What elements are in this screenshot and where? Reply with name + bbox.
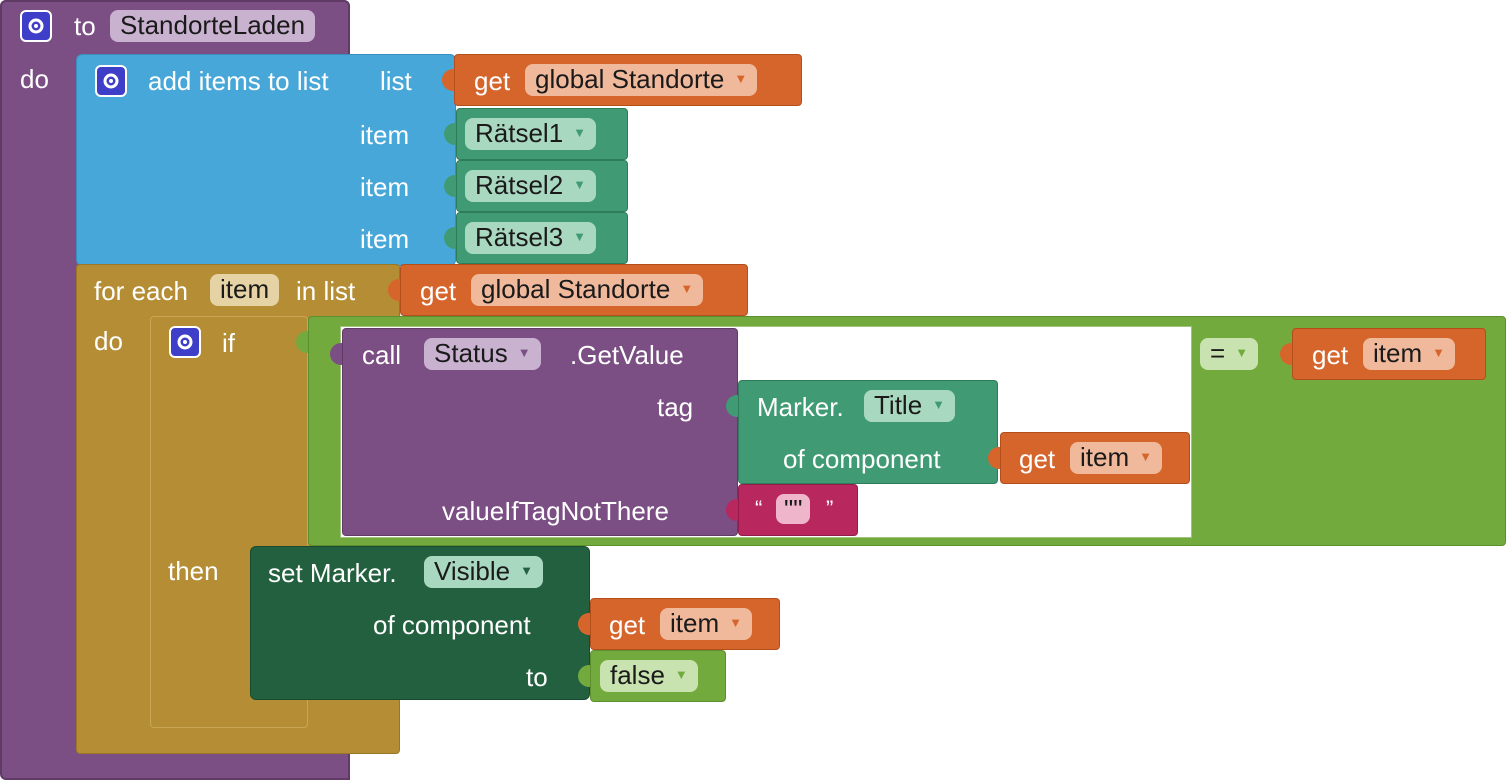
compare-operator-dropdown[interactable]: =▼ [1200, 338, 1259, 370]
variable-name: item [1080, 442, 1130, 472]
dropdown-arrow-icon: ▼ [680, 281, 694, 297]
for-each-variable-field[interactable]: item [210, 274, 280, 306]
procedure-mutator-gear-icon[interactable] [20, 10, 52, 42]
variable-name: item [670, 608, 720, 638]
dropdown-arrow-icon: ▼ [1139, 449, 1152, 465]
socket-tab [1280, 343, 1292, 365]
dropdown-arrow-icon: ▼ [1235, 345, 1249, 361]
property-name: Visible [434, 556, 511, 586]
socket-tab [388, 279, 400, 301]
dropdown-arrow-icon: ▼ [573, 125, 587, 141]
boolean-value: false [610, 660, 665, 690]
component-name: Rätsel3 [475, 222, 564, 252]
tag-label: tag [657, 392, 694, 422]
socket-tab [444, 123, 456, 145]
value-if-tag-not-there-label: valueIfTagNotThere [442, 496, 669, 526]
component-dropdown-raetsel2[interactable]: Rätsel2 ▼ [465, 170, 597, 202]
set-of-component-label: of component [373, 610, 531, 640]
set-marker-label: set Marker. [268, 558, 397, 588]
dropdown-arrow-icon: ▼ [520, 563, 533, 579]
component-dropdown-status[interactable]: Status ▼ [424, 338, 541, 370]
if-label: if [222, 328, 235, 358]
in-list-label: in list [296, 276, 356, 306]
set-to-label: to [526, 662, 548, 692]
dropdown-arrow-icon: ▼ [517, 345, 531, 361]
variable-dropdown[interactable]: global Standorte ▼ [471, 274, 704, 306]
variable-dropdown[interactable]: item ▼ [660, 608, 752, 640]
property-name: Title [874, 390, 923, 420]
socket-tab [726, 499, 738, 521]
boolean-dropdown[interactable]: false ▼ [600, 660, 698, 692]
socket-tab [726, 395, 738, 417]
dropdown-arrow-icon: ▼ [734, 71, 748, 87]
variable-dropdown[interactable]: item ▼ [1070, 442, 1162, 474]
socket-tab [988, 447, 1000, 469]
socket-tab [444, 175, 456, 197]
get-label: get [474, 66, 511, 96]
close-quote: ” [826, 496, 834, 521]
call-label: call [362, 340, 402, 370]
dropdown-arrow-icon: ▼ [674, 667, 688, 683]
of-component-label: of component [783, 444, 941, 474]
variable-name: global Standorte [481, 274, 671, 304]
component-name: Status [434, 338, 508, 368]
component-dropdown-raetsel1[interactable]: Rätsel1 ▼ [465, 118, 597, 150]
dropdown-arrow-icon: ▼ [1432, 345, 1445, 361]
then-label: then [168, 556, 219, 586]
component-name: Rätsel2 [475, 170, 564, 200]
socket-tab [296, 331, 308, 353]
socket-tab [578, 613, 590, 635]
get-label: get [609, 610, 646, 640]
property-dropdown-visible[interactable]: Visible ▼ [424, 556, 543, 588]
for-each-do-label: do [94, 326, 123, 356]
operator: = [1210, 338, 1226, 368]
get-label: get [1019, 444, 1056, 474]
procedure-name-field[interactable]: StandorteLaden [110, 10, 316, 42]
dropdown-arrow-icon: ▼ [573, 177, 587, 193]
item-label-3: item [360, 224, 410, 254]
property-dropdown-title[interactable]: Title ▼ [864, 390, 956, 422]
text-value-field[interactable]: "" [776, 494, 811, 524]
dropdown-arrow-icon: ▼ [573, 229, 587, 245]
variable-dropdown[interactable]: global Standorte ▼ [525, 64, 758, 96]
get-label: get [420, 276, 457, 306]
item-label-1: item [360, 120, 410, 150]
socket-tab [578, 665, 590, 687]
add-items-mutator-gear-icon[interactable] [95, 65, 127, 97]
dropdown-arrow-icon: ▼ [729, 615, 742, 631]
variable-name: global Standorte [535, 64, 725, 94]
component-dropdown-raetsel3[interactable]: Rätsel3 ▼ [465, 222, 597, 254]
socket-tab [444, 227, 456, 249]
dropdown-arrow-icon: ▼ [932, 397, 946, 413]
if-mutator-gear-icon[interactable] [169, 326, 201, 358]
get-label: get [1312, 340, 1349, 370]
procedure-to-label: to [74, 11, 96, 41]
component-name: Rätsel1 [475, 118, 564, 148]
socket-tab [330, 343, 342, 365]
add-items-list-label: list [380, 66, 412, 96]
procedure-do-label: do [20, 64, 49, 94]
variable-dropdown[interactable]: item ▼ [1363, 338, 1455, 370]
method-label: .GetValue [570, 340, 684, 370]
add-items-title: add items to list [148, 66, 329, 96]
socket-tab [442, 69, 454, 91]
open-quote: “ [755, 496, 763, 521]
item-label-2: item [360, 172, 410, 202]
for-each-label: for each [94, 276, 188, 306]
marker-component-label: Marker. [757, 392, 844, 422]
variable-name: item [1373, 338, 1423, 368]
